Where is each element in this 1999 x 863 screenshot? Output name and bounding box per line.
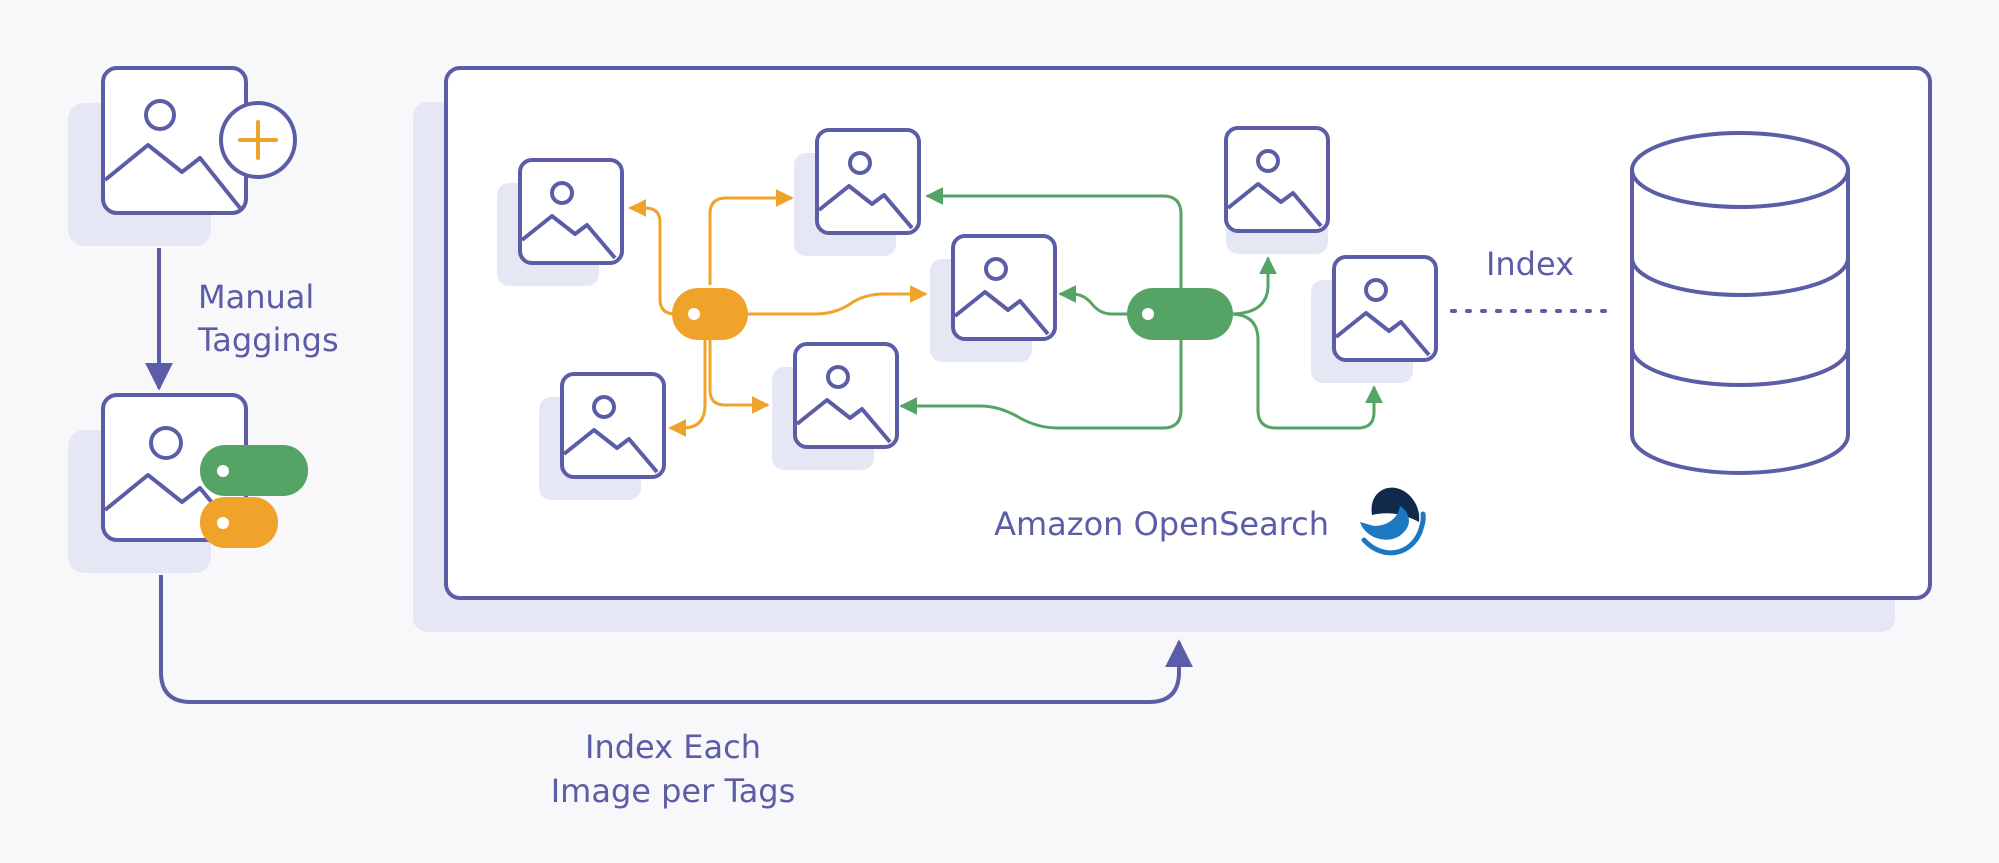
image-icon (794, 128, 921, 256)
manual-label-line1: Manual (198, 278, 314, 316)
orange-tag-icon (200, 497, 278, 548)
index-each-label-line1: Index Each (585, 728, 761, 766)
service-label: Amazon OpenSearch (994, 505, 1329, 543)
index-each-arrow (159, 575, 1193, 704)
image-icon (497, 158, 624, 286)
manual-label-line2: Taggings (197, 321, 339, 359)
green-tag-icon (1127, 288, 1233, 340)
index-label: Index (1486, 245, 1574, 283)
image-icon (539, 372, 666, 500)
orange-tag-connections (628, 189, 928, 437)
image-icon (772, 342, 899, 470)
image-icon (1311, 255, 1438, 383)
new-image-icon (68, 66, 248, 246)
index-each-label-line2: Image per Tags (551, 772, 796, 810)
image-icon (930, 234, 1057, 362)
database-icon (1630, 131, 1850, 475)
orange-tag-icon (672, 288, 748, 340)
plus-circle-icon (219, 101, 297, 179)
opensearch-logo-icon (1360, 487, 1426, 556)
green-tag-connections (899, 187, 1383, 430)
green-tag-icon (200, 445, 308, 496)
image-icon (1224, 126, 1330, 254)
